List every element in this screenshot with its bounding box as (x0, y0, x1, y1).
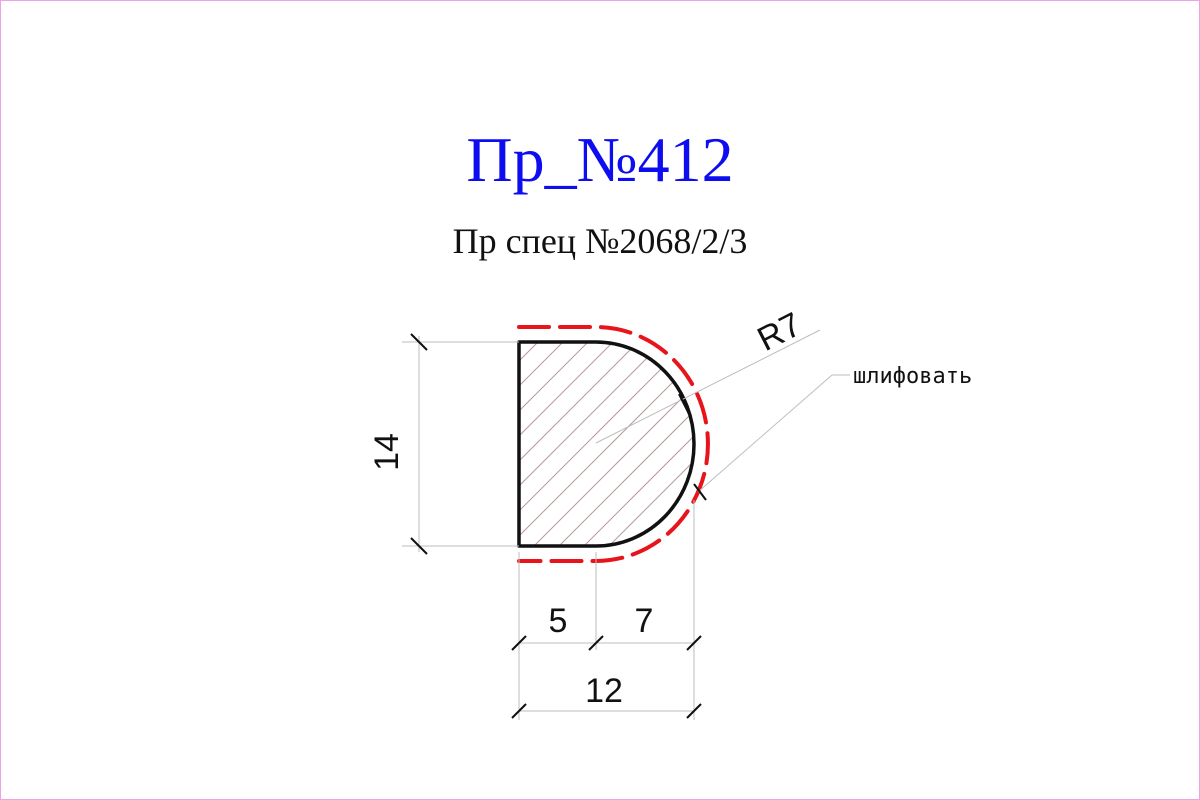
profile-outline (517, 340, 696, 548)
radius-width-dimension: 7 (635, 602, 654, 640)
dimension-ticks (410, 333, 707, 719)
section-hatching (519, 342, 694, 546)
extension-lines (402, 329, 850, 720)
total-width-dimension: 12 (585, 672, 623, 710)
profile-title: Пр_№412 (466, 124, 734, 195)
sanding-note: шлифовать (853, 364, 972, 389)
flat-width-dimension: 5 (549, 602, 568, 640)
radius-label: R7 (752, 305, 808, 359)
profile-subtitle: Пр спец №2068/2/3 (452, 221, 748, 261)
height-dimension: 14 (368, 433, 406, 471)
sanding-line (517, 325, 710, 563)
